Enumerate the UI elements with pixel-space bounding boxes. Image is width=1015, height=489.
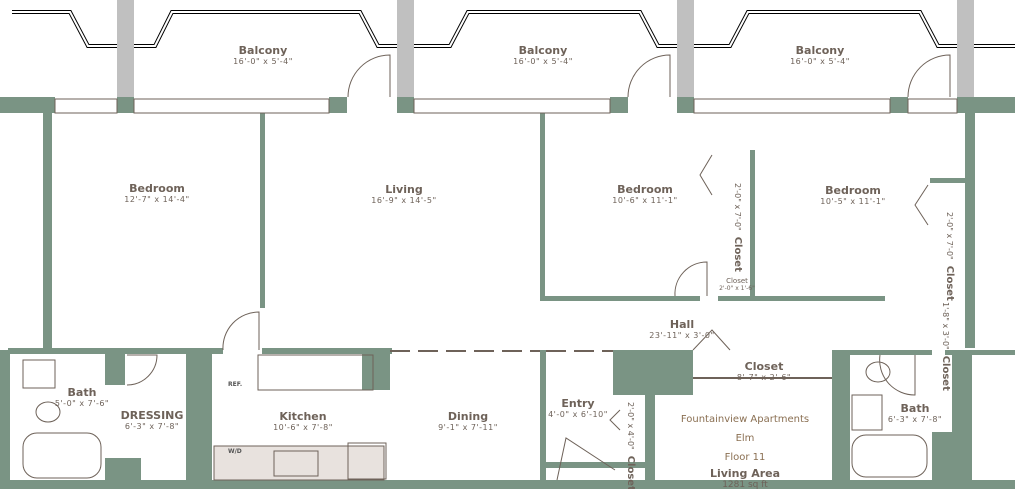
- windows: [54, 98, 958, 114]
- ref-label: REF.: [228, 381, 243, 388]
- shower-1: [22, 359, 56, 389]
- toilet-1: [35, 401, 61, 423]
- floor-number: Floor 11: [724, 452, 766, 463]
- counter: [257, 354, 374, 391]
- building-name: Fountainview Apartments: [680, 414, 810, 425]
- unit-info: Fountainview Apartments Elm Floor 11 Liv…: [681, 410, 809, 489]
- bathtub-1: [22, 432, 102, 479]
- stove: [347, 442, 387, 480]
- kitchen-counter: [213, 445, 385, 481]
- living-area-value: 1281 sq ft: [722, 480, 768, 489]
- room-closet-hall-right: 1'-8" x 3'-0"Closet: [940, 302, 951, 391]
- bathtub-2: [851, 434, 928, 478]
- walls: [0, 97, 1015, 489]
- room-closet-b3: 2'-0" x 7'-0"Closet: [944, 212, 955, 301]
- wd-label: W/D: [228, 448, 242, 455]
- room-closet-b2: 2'-0" x 7'-0"Closet: [732, 183, 743, 272]
- fixtures: [22, 354, 928, 481]
- room-closet-entry: 2'-0" x 4'-0"Closet: [625, 402, 636, 489]
- unit-name: Elm: [735, 433, 755, 444]
- doors: [126, 54, 951, 481]
- living-area-label: Living Area: [709, 467, 781, 480]
- toilet-2: [865, 361, 891, 383]
- columns: [117, 0, 974, 100]
- sink: [273, 450, 319, 477]
- shower-2: [851, 394, 883, 431]
